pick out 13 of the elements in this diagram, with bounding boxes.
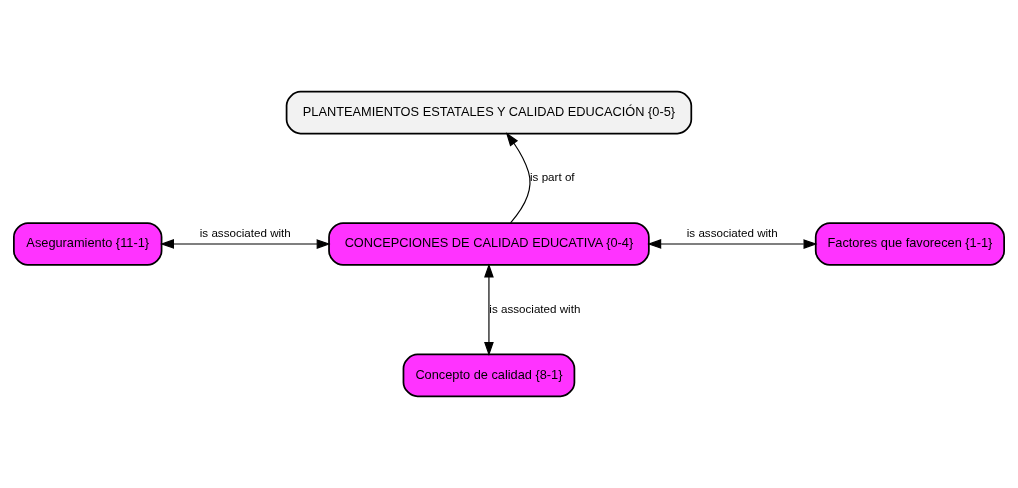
- node-box: Concepto de calidad {8-1}: [402, 353, 576, 398]
- edge-label: is associated with: [199, 226, 291, 240]
- node-box: Aseguramiento {11-1}: [13, 222, 163, 266]
- edge-label: is associated with: [489, 301, 581, 315]
- arrow: [505, 132, 531, 224]
- edge-label: is part of: [530, 170, 575, 184]
- node-box: CONCEPCIONES DE CALIDAD EDUCATIVA {0-4}: [328, 222, 650, 266]
- arrow: [160, 239, 331, 249]
- edge-label: is associated with: [686, 226, 778, 240]
- node-box: Factores que favorecen {1-1}: [814, 222, 1005, 266]
- arrow: [647, 239, 818, 249]
- arrow: [484, 263, 494, 356]
- node-box: PLANTEAMIENTOS ESTATALES Y CALIDAD EDUCACIÓN {0-5}: [285, 90, 693, 135]
